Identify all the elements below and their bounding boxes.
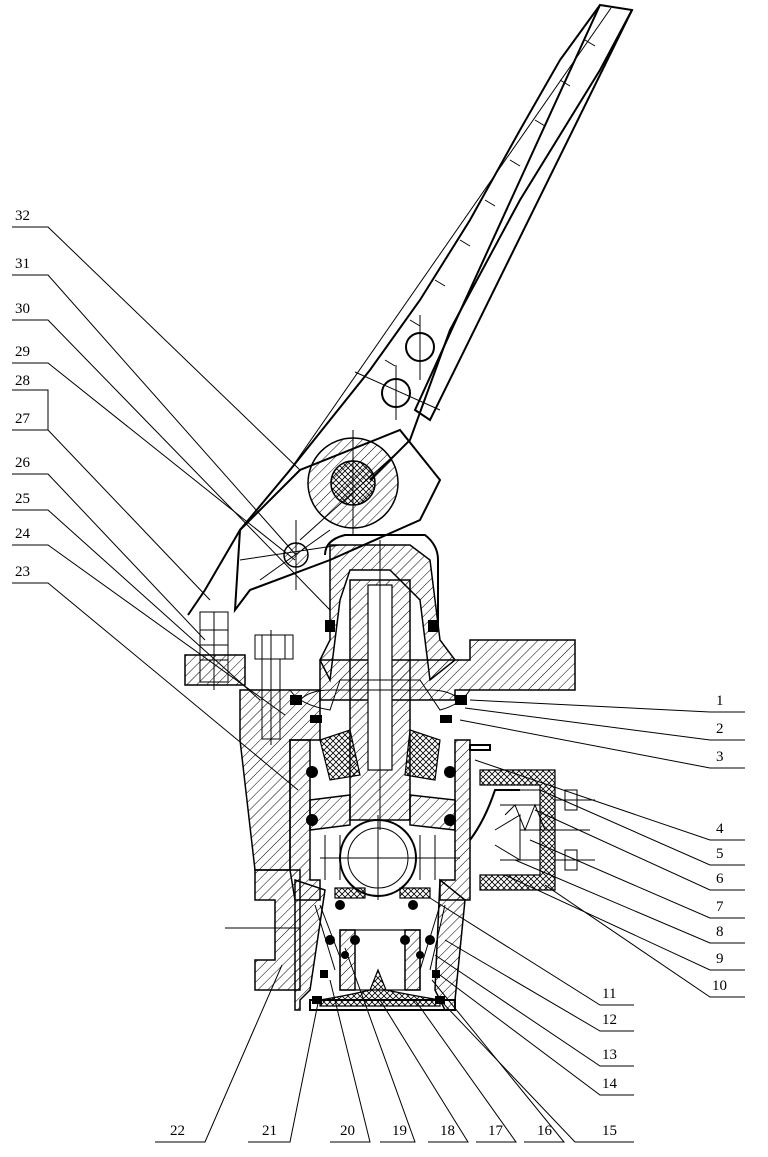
callout-6: 6 — [716, 871, 724, 887]
callout-2: 2 — [716, 721, 724, 737]
callout-23: 23 — [15, 564, 30, 580]
callouts-bottom: 22 21 20 19 18 17 16 — [170, 1123, 553, 1139]
callout-28: 28 — [15, 373, 30, 389]
callout-29: 29 — [15, 344, 30, 360]
upper-piston — [289, 679, 471, 831]
callout-10: 10 — [712, 978, 727, 994]
callout-9: 9 — [716, 951, 724, 967]
leader-lines — [12, 226, 745, 1143]
adjusting-screw — [184, 611, 246, 690]
callouts-left: 32 31 30 29 28 27 26 25 24 23 — [15, 208, 31, 580]
callout-1: 1 — [716, 693, 724, 709]
callout-17: 17 — [488, 1123, 504, 1139]
callout-4: 4 — [716, 821, 724, 837]
callout-8: 8 — [716, 924, 724, 940]
callout-32: 32 — [15, 208, 30, 224]
callout-30: 30 — [15, 301, 30, 317]
callout-18: 18 — [440, 1123, 455, 1139]
callout-21: 21 — [262, 1123, 277, 1139]
callout-5: 5 — [716, 846, 724, 862]
callouts-right: 1 2 3 4 5 6 7 8 9 10 11 12 13 14 15 — [602, 693, 727, 1139]
ball-valve — [320, 815, 460, 900]
callout-13: 13 — [602, 1047, 617, 1063]
callout-24: 24 — [15, 526, 31, 542]
callout-12: 12 — [602, 1012, 617, 1028]
callout-7: 7 — [716, 899, 724, 915]
callout-20: 20 — [340, 1123, 355, 1139]
callout-16: 16 — [537, 1123, 553, 1139]
callout-26: 26 — [15, 455, 31, 471]
callout-19: 19 — [392, 1123, 407, 1139]
callout-25: 25 — [15, 491, 30, 507]
callout-11: 11 — [602, 986, 616, 1002]
lower-valve — [314, 887, 446, 1007]
pedal-arm — [187, 3, 634, 616]
callout-31: 31 — [15, 256, 30, 272]
callout-22: 22 — [170, 1123, 185, 1139]
switch-housing — [469, 744, 595, 891]
callout-15: 15 — [602, 1123, 617, 1139]
callout-3: 3 — [716, 749, 724, 765]
callout-14: 14 — [602, 1076, 618, 1092]
callout-27: 27 — [15, 411, 31, 427]
pivot-pin — [299, 430, 401, 541]
